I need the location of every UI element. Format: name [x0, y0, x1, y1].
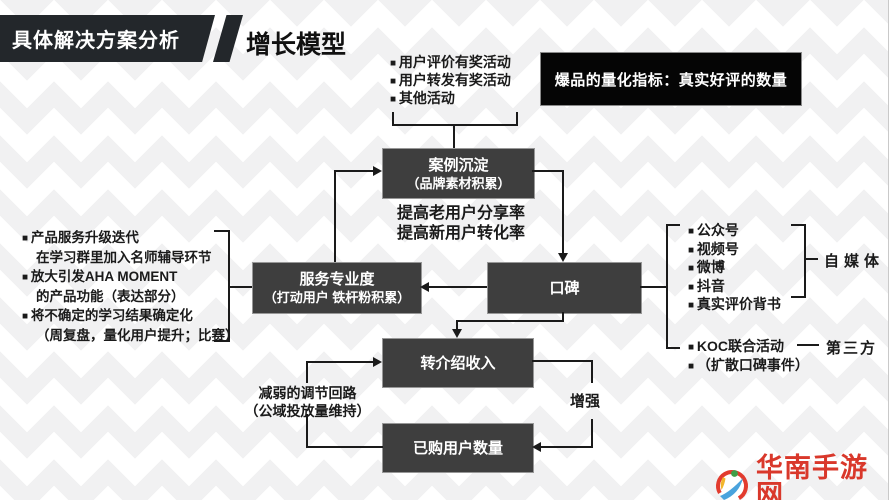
connector	[666, 224, 680, 226]
list-item: 在学习群里加入名师辅导环节	[36, 250, 212, 265]
banner-slash-decoration	[213, 15, 243, 62]
connector	[334, 170, 336, 263]
arrowhead	[373, 357, 382, 367]
site-logo-text: 华南手游网 HUANANSHOUYOUWANG	[756, 455, 893, 500]
product-notes-list: 产品服务升级迭代 在学习群里加入名师辅导环节 放大引发AHA MOMENT 的产…	[22, 228, 239, 345]
share-rate-line: 提高老用户分享率	[397, 205, 526, 222]
connector	[429, 286, 487, 288]
site-logo-name: 华南手游网	[756, 453, 868, 500]
kpi-box: 爆品的量化指标：真实好评的数量	[540, 52, 802, 106]
list-item: 将不确定的学习结果确定化	[22, 306, 239, 326]
connector	[666, 347, 680, 349]
site-logo: 华南手游网 HUANANSHOUYOUWANG	[712, 455, 893, 500]
connector	[214, 230, 230, 232]
connector	[392, 124, 518, 126]
node-case: 案例沉淀 （品牌素材积累）	[382, 148, 535, 199]
connector	[306, 361, 308, 383]
site-logo-icon	[712, 465, 752, 500]
node-service-title: 服务专业度	[299, 271, 375, 288]
connector	[532, 360, 593, 362]
node-referral-label: 转介绍收入	[420, 354, 496, 372]
kpi-text: 爆品的量化指标：真实好评的数量	[554, 71, 788, 89]
connector	[392, 112, 394, 126]
connector	[306, 414, 308, 448]
activities-list: 用户评价有奖活动 用户转发有奖活动 其他活动	[390, 54, 511, 108]
connector	[228, 286, 252, 288]
arrowhead	[452, 329, 462, 338]
weaken-loop-line: 减弱的调节回路	[258, 385, 357, 401]
weaken-loop-line: （公域投放量维持）	[244, 403, 371, 419]
connector	[516, 112, 518, 126]
page-title: 增长模型	[246, 31, 347, 59]
connector	[532, 170, 564, 172]
node-word-of-mouth: 口碑	[487, 262, 642, 314]
list-item: 真实评价背书	[688, 296, 781, 315]
arrowhead	[420, 282, 429, 292]
connector	[336, 170, 374, 172]
share-rate-line: 提高新用户转化率	[397, 225, 526, 242]
connector	[562, 170, 564, 254]
slide-right-border	[888, 0, 889, 500]
share-rate-labels: 提高老用户分享率 提高新用户转化率	[397, 204, 525, 244]
connector	[666, 224, 668, 349]
node-purchased-users-label: 已购用户数量	[412, 439, 503, 457]
media-channels-list: 公众号 视频号 微博 抖音 真实评价背书	[688, 222, 781, 315]
right-margin	[889, 0, 893, 500]
node-referral: 转介绍收入	[382, 338, 534, 388]
node-case-title: 案例沉淀	[428, 156, 489, 174]
connector	[541, 446, 593, 448]
connector	[640, 286, 668, 288]
list-item: 的产品功能（表达部分）	[36, 289, 185, 304]
list-item: 公众号	[688, 222, 781, 241]
media-group-label: 自媒体	[824, 253, 885, 270]
weaken-loop-label: 减弱的调节回路 （公域投放量维持）	[240, 384, 375, 420]
arrowhead	[532, 442, 541, 452]
arrowhead	[558, 253, 568, 262]
connector	[453, 124, 455, 149]
list-item: （扩散口碑事件）	[688, 357, 809, 376]
node-purchased-users: 已购用户数量	[382, 423, 534, 473]
list-item: 其他活动	[390, 90, 511, 108]
node-service: 服务专业度 （打动用户 铁杆粉积累）	[252, 262, 422, 314]
list-item: 视频号	[688, 241, 781, 260]
section-banner: 具体解决方案分析	[0, 15, 215, 62]
node-word-of-mouth-label: 口碑	[549, 279, 580, 297]
connector	[791, 296, 806, 298]
connector	[804, 224, 806, 298]
connector	[591, 360, 593, 383]
list-item: 用户评价有奖活动	[390, 54, 511, 72]
node-case-subtitle: （品牌素材积累）	[406, 175, 511, 191]
list-item: 放大引发AHA MOMENT	[22, 267, 239, 287]
connector	[456, 320, 564, 322]
third-party-label: 第三方	[826, 340, 878, 357]
connector	[791, 224, 806, 226]
list-item: 微博	[688, 259, 781, 278]
connector	[307, 361, 374, 363]
list-item: （周复盘，量化用户提升；比赛）	[36, 328, 239, 343]
connector	[456, 320, 458, 330]
connector	[804, 258, 818, 260]
node-service-subtitle: （打动用户 铁杆粉积累）	[263, 290, 411, 305]
list-item: 产品服务升级迭代	[22, 228, 239, 248]
list-item: 抖音	[688, 278, 781, 297]
list-item: KOC联合活动	[688, 338, 809, 357]
strengthen-label: 增强	[570, 393, 601, 410]
third-party-list: KOC联合活动 （扩散口碑事件）	[688, 338, 809, 375]
list-item: 用户转发有奖活动	[390, 72, 511, 90]
connector	[306, 446, 383, 448]
connector	[562, 312, 564, 322]
arrowhead	[373, 166, 382, 176]
connector	[591, 419, 593, 448]
connector	[214, 340, 230, 342]
connector	[797, 344, 819, 346]
section-banner-label: 具体解决方案分析	[12, 30, 180, 52]
